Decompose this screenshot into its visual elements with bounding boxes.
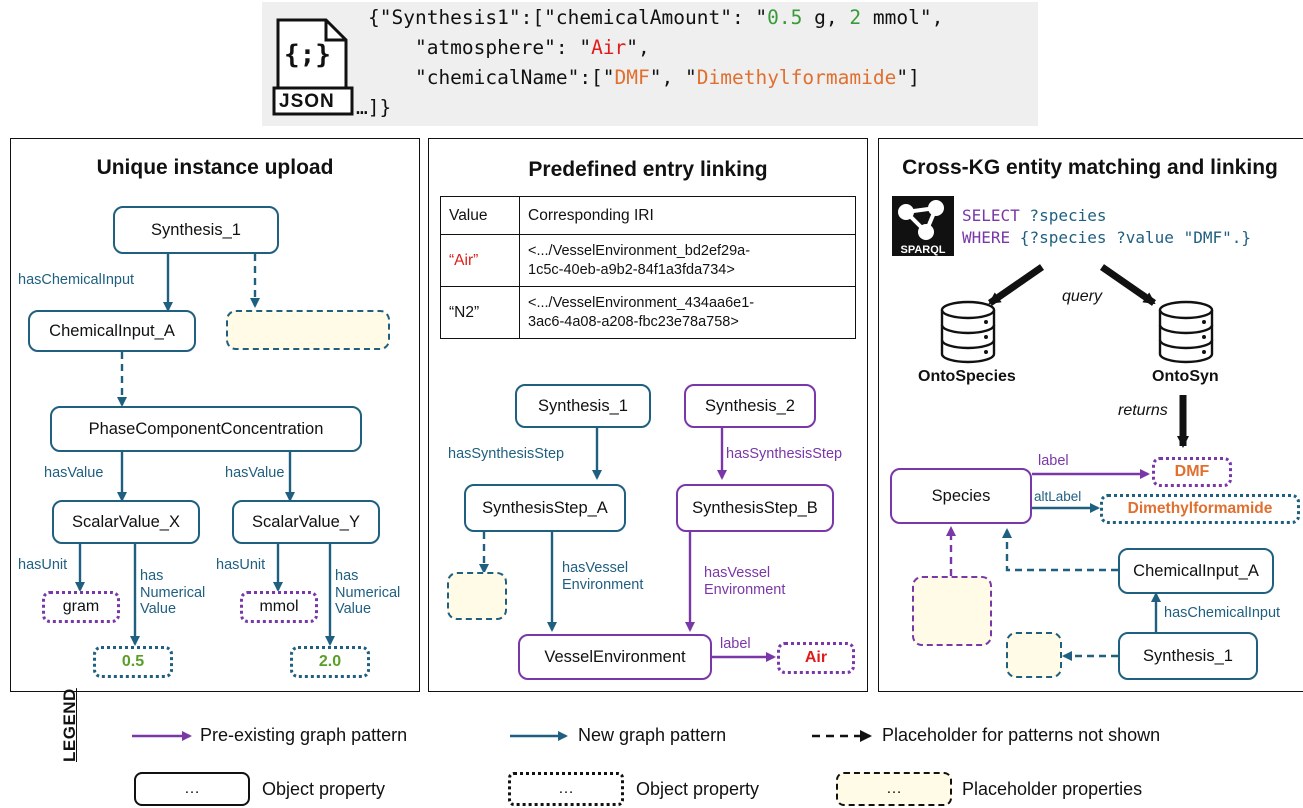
edge-p3-chemical-to-species <box>1002 528 1118 572</box>
p3-placeholder-teal <box>1006 632 1062 678</box>
p2-node-step-b: SynthesisStep_B <box>676 484 834 532</box>
p2-node-synthesis-1: Synthesis_1 <box>515 384 651 428</box>
table-row: “Air” <.../VesselEnvironment_bd2ef29a-1c… <box>440 234 856 287</box>
db-label-ontosyn: OntoSyn <box>1152 368 1219 385</box>
panel1-title: Unique instance upload <box>96 156 334 179</box>
p2-edge-label-has-step-b: hasSynthesisStep <box>726 446 843 462</box>
arrow-query-right <box>1100 264 1156 306</box>
p3-placeholder-purple <box>912 576 992 646</box>
json-icon-label: JSON <box>279 91 335 112</box>
p1-node-chemical-input: ChemicalInput_A <box>28 310 196 352</box>
json-line-2: "atmosphere": "Air", <box>368 36 650 59</box>
p1-literal-mmol: mmol <box>240 591 318 623</box>
sparql-logo-icon <box>892 196 954 256</box>
p2-edge-label-has-step-a: hasSynthesisStep <box>448 446 565 462</box>
p1-literal-num-x: 0.5 <box>93 646 173 678</box>
legend-new-pattern: New graph pattern <box>578 725 727 745</box>
p1-edge-label-has-value-x: hasValue <box>44 465 104 481</box>
legend-placeholder-box: … <box>836 772 952 806</box>
json-line-1: {"Synthesis1":["chemicalAmount": "0.5 g,… <box>368 6 944 29</box>
p3-edge-label-alt-label: altLabel <box>1034 489 1082 504</box>
database-icon-ontospecies <box>940 300 996 364</box>
p3-node-synthesis: Synthesis_1 <box>1118 632 1258 680</box>
legend-title: LEGEND <box>60 688 79 762</box>
json-snippet-box: {;} JSON {"Synthesis1":["chemicalAmount"… <box>262 2 1038 126</box>
p1-edge-label-has-value-y: hasValue <box>225 465 285 481</box>
arrow-query-left <box>988 264 1044 306</box>
p1-node-phase-component: PhaseComponentConcentration <box>50 406 362 452</box>
json-icon-braces: {;} <box>284 40 331 70</box>
json-line-4: …]} <box>356 96 392 119</box>
legend-dotted-box: … <box>508 772 624 806</box>
iri-table-iri: <.../VesselEnvironment_434aa6e1-3ac6-4a0… <box>519 286 856 339</box>
p1-node-scalar-x: ScalarValue_X <box>52 500 200 544</box>
iri-table-iri: <.../VesselEnvironment_bd2ef29a-1c5c-40e… <box>519 234 856 287</box>
p2-node-vessel-environment: VesselEnvironment <box>518 634 712 680</box>
p1-edge-label-has-unit-x: hasUnit <box>18 557 68 573</box>
p1-literal-gram: gram <box>42 591 120 623</box>
p3-edge-label-has-chemical-input: hasChemicalInput <box>1164 605 1281 621</box>
legend-placeholder-properties: Placeholder properties <box>962 779 1143 799</box>
iri-table-header-iri: Corresponding IRI <box>519 196 856 235</box>
sparql-query-line-1: SELECT ?species <box>962 206 1107 225</box>
p3-node-species: Species <box>890 468 1032 524</box>
query-label: query <box>1062 288 1103 305</box>
p3-literal-dimethylformamide: Dimethylformamide <box>1100 494 1300 524</box>
legend-placeholder-patterns: Placeholder for patterns not shown <box>882 725 1161 745</box>
panel3-title: Cross-KG entity matching and linking <box>902 156 1278 179</box>
table-row: “N2” <.../VesselEnvironment_434aa6e1-3ac… <box>440 286 856 339</box>
p1-node-synthesis: Synthesis_1 <box>113 206 279 254</box>
p1-edge-label-has-chemical-input: hasChemicalInput <box>18 272 135 288</box>
legend-pre-existing: Pre-existing graph pattern <box>200 725 408 745</box>
sparql-query-line-2: WHERE {?species ?value "DMF".} <box>962 228 1251 247</box>
p3-literal-dmf: DMF <box>1152 457 1232 487</box>
p1-node-scalar-y: ScalarValue_Y <box>232 500 380 544</box>
p1-edge-label-has-unit-y: hasUnit <box>216 557 266 573</box>
p2-edge-label-label: label <box>720 636 751 652</box>
panel2-title: Predefined entry linking <box>528 158 768 181</box>
p1-literal-num-y: 2.0 <box>290 646 370 678</box>
legend-object-property-solid: Object property <box>262 779 386 799</box>
sparql-logo-label: SPARQL <box>900 244 946 256</box>
iri-table-header-value: Value <box>440 196 520 235</box>
json-line-3: "chemicalName":["DMF", "Dimethylformamid… <box>368 66 920 89</box>
iri-table: Value Corresponding IRI “Air” <.../Vesse… <box>440 196 856 339</box>
legend-solid-box: … <box>134 772 250 806</box>
iri-table-value: “Air” <box>440 234 520 287</box>
p2-literal-air: Air <box>777 642 855 674</box>
p1-placeholder <box>226 310 390 350</box>
json-file-icon <box>272 18 354 116</box>
p2-placeholder <box>447 572 507 620</box>
database-icon-ontosyn <box>1158 300 1214 364</box>
p2-node-synthesis-2: Synthesis_2 <box>684 384 816 428</box>
p2-node-step-a: SynthesisStep_A <box>464 484 626 532</box>
iri-table-value: “N2” <box>440 286 520 339</box>
returns-label: returns <box>1118 402 1168 419</box>
p3-edge-label-label: label <box>1038 453 1069 469</box>
p3-node-chemical-input: ChemicalInput_A <box>1118 548 1274 594</box>
legend-object-property-dotted: Object property <box>636 779 760 799</box>
db-label-ontospecies: OntoSpecies <box>918 368 1016 385</box>
